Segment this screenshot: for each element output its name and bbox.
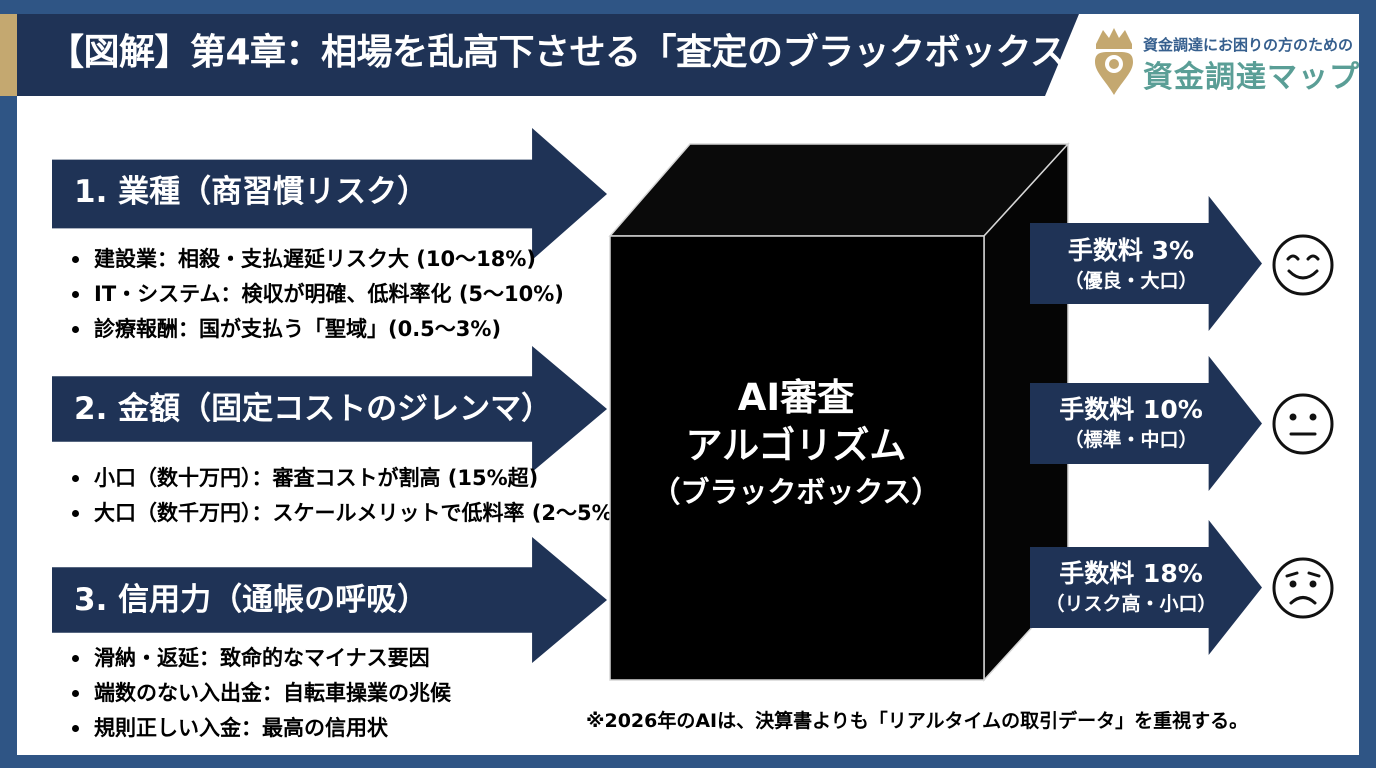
logo-name: 資金調達マップ	[1143, 60, 1360, 95]
output-3-tier: （リスク高・小口）	[1045, 593, 1217, 615]
output-3-fee: 手数料 18%	[1059, 559, 1203, 588]
factor-3-label: 3. 信用力（通帳の呼吸）	[74, 582, 429, 618]
output-1-fee: 手数料 3%	[1067, 236, 1195, 265]
logo-subtitle: 資金調達にお困りの方のための	[1143, 36, 1354, 54]
factor-3-bullets: 滑納・返延：致命的なマイナス要因 端数のない入出金：自転車操業の兆候 規則正しい…	[70, 641, 451, 746]
crown-map-pin-icon	[1095, 28, 1133, 95]
factor-1-label: 1. 業種（商習慣リスク）	[74, 174, 429, 210]
neutral-face-icon	[1272, 393, 1334, 455]
worried-face-icon	[1272, 557, 1334, 619]
title-accent-tab	[0, 14, 17, 96]
black-box-line-2: アルゴリズム	[685, 424, 907, 467]
output-1-tier: （優良・大口）	[1064, 270, 1198, 292]
list-item: 小口（数十万円）：審査コストが割高 (15%超)	[70, 461, 622, 496]
list-item: 大口（数千万円）：スケールメリットで低料率 (2〜5%)	[70, 496, 622, 531]
output-1-text: 手数料 3% （優良・大口）	[1038, 235, 1224, 295]
list-item: 建設業：相殺・支払遅延リスク大 (10〜18%)	[70, 242, 564, 277]
black-box-label: AI審査 アルゴリズム （ブラックボックス）	[610, 374, 982, 514]
output-3-text: 手数料 18% （リスク高・小口）	[1038, 558, 1224, 618]
footnote: ※2026年のAIは、決算書よりも「リアルタイムの取引データ」を重視する。	[586, 710, 1249, 732]
page-title: 【図解】第4章：相場を乱高下させる「査定のブラックボックス」	[48, 32, 1101, 73]
list-item: 規則正しい入金：最高の信用状	[70, 711, 451, 746]
output-2-tier: （標準・中口）	[1064, 429, 1198, 451]
smiling-face-icon	[1272, 234, 1334, 296]
list-item: 診療報酬：国が支払う「聖域」(0.5〜3%)	[70, 312, 564, 347]
black-box-line-3: （ブラックボックス）	[651, 475, 941, 509]
title-bar	[17, 14, 1079, 96]
list-item: 端数のない入出金：自転車操業の兆候	[70, 676, 451, 711]
factor-2-bullets: 小口（数十万円）：審査コストが割高 (15%超) 大口（数千万円）：スケールメリ…	[70, 461, 622, 531]
factor-2-label: 2. 金額（固定コストのジレンマ）	[74, 391, 553, 427]
output-2-text: 手数料 10% （標準・中口）	[1038, 394, 1224, 454]
factor-1-bullets: 建設業：相殺・支払遅延リスク大 (10〜18%) IT・システム：検収が明確、低…	[70, 242, 564, 347]
black-box-line-1: AI審査	[737, 376, 855, 419]
output-2-fee: 手数料 10%	[1059, 395, 1203, 424]
list-item: 滑納・返延：致命的なマイナス要因	[70, 641, 451, 676]
list-item: IT・システム：検収が明確、低料率化 (5〜10%)	[70, 277, 564, 312]
